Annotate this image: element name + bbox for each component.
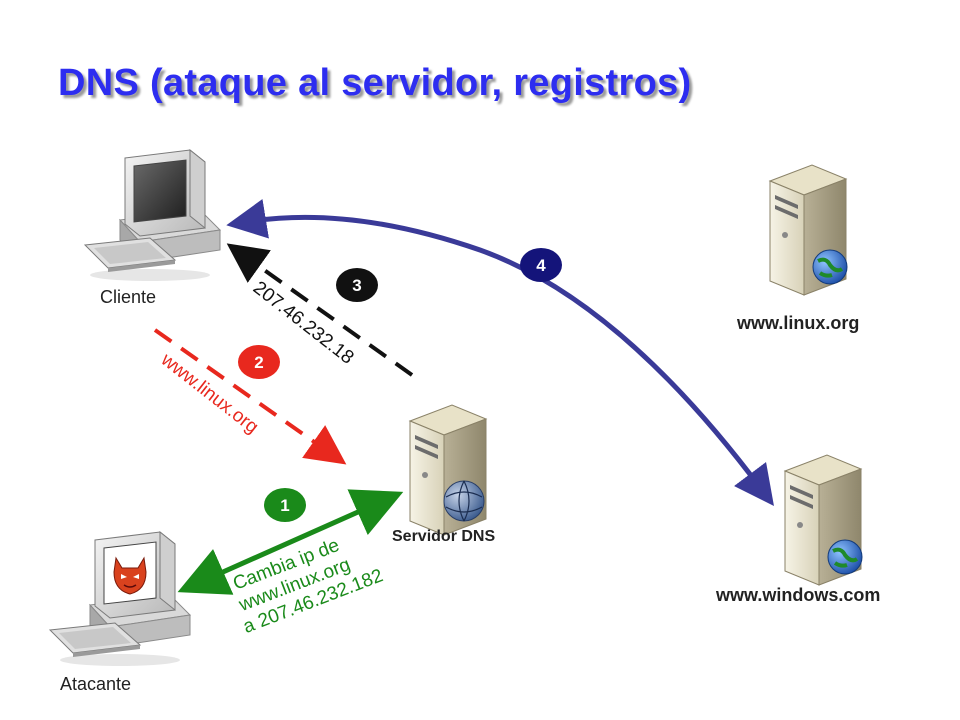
windows-server-icon <box>783 454 863 586</box>
windows-server-label: www.windows.com <box>716 585 881 605</box>
page-title: DNS (ataque al servidor, registros) <box>58 62 692 104</box>
step-3-arrow <box>226 243 414 377</box>
globe-icon <box>443 480 485 522</box>
globe-icon <box>812 249 848 285</box>
atacante-label: Atacante <box>60 674 132 694</box>
step-4-badge: 4 <box>520 248 562 282</box>
step-2-arrow <box>153 328 347 465</box>
atacante-computer-icon <box>48 530 192 666</box>
svg-text:4: 4 <box>536 256 546 275</box>
servidor-dns-server-icon <box>408 404 488 536</box>
step-1-arrow <box>177 489 404 595</box>
cliente-label: Cliente <box>100 287 157 307</box>
servidor-dns-label: Servidor DNS <box>392 528 496 545</box>
linux-server-label: www.linux.org <box>737 313 860 333</box>
step-3-badge: 3 <box>336 268 378 302</box>
svg-text:3: 3 <box>352 276 361 295</box>
cliente-computer-icon <box>83 148 222 281</box>
svg-text:1: 1 <box>280 496 289 515</box>
step-2-badge: 2 <box>238 345 280 379</box>
linux-server-icon <box>768 164 848 296</box>
step-4-arrow <box>226 199 774 507</box>
devil-mask-icon <box>113 556 147 595</box>
globe-icon <box>827 539 863 575</box>
svg-text:2: 2 <box>254 353 263 372</box>
step-1-badge: 1 <box>264 488 306 522</box>
